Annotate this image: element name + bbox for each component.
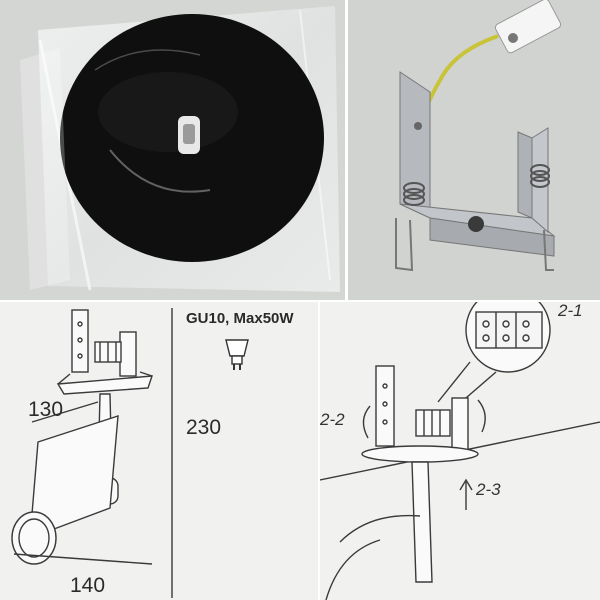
length-dimension: 230 bbox=[186, 416, 222, 439]
step-2-1-label: 2-1 bbox=[558, 302, 583, 320]
dimension-drawing: GU10, Max50W 130 230 140 bbox=[0, 302, 318, 600]
install-sketch bbox=[320, 302, 600, 600]
photo-mounting-bracket bbox=[348, 0, 600, 300]
bracket-photo bbox=[348, 0, 600, 300]
step-2-3-label: 2-3 bbox=[476, 480, 501, 499]
width-dimension: 140 bbox=[70, 574, 106, 597]
cover-plate-photo bbox=[0, 0, 345, 300]
spotlight-sketch bbox=[11, 308, 173, 598]
bulb-spec-label: GU10, Max50W bbox=[186, 310, 294, 327]
step-2-2-label: 2-2 bbox=[320, 410, 345, 429]
gu10-bulb-icon bbox=[225, 339, 249, 370]
installation-drawing: 2-1 2-2 2-3 bbox=[320, 302, 600, 600]
bracket-base bbox=[429, 217, 555, 257]
torsion-springs bbox=[403, 164, 550, 206]
height-dimension: 130 bbox=[28, 398, 64, 421]
photo-cover-plate-in-bag bbox=[0, 0, 345, 300]
